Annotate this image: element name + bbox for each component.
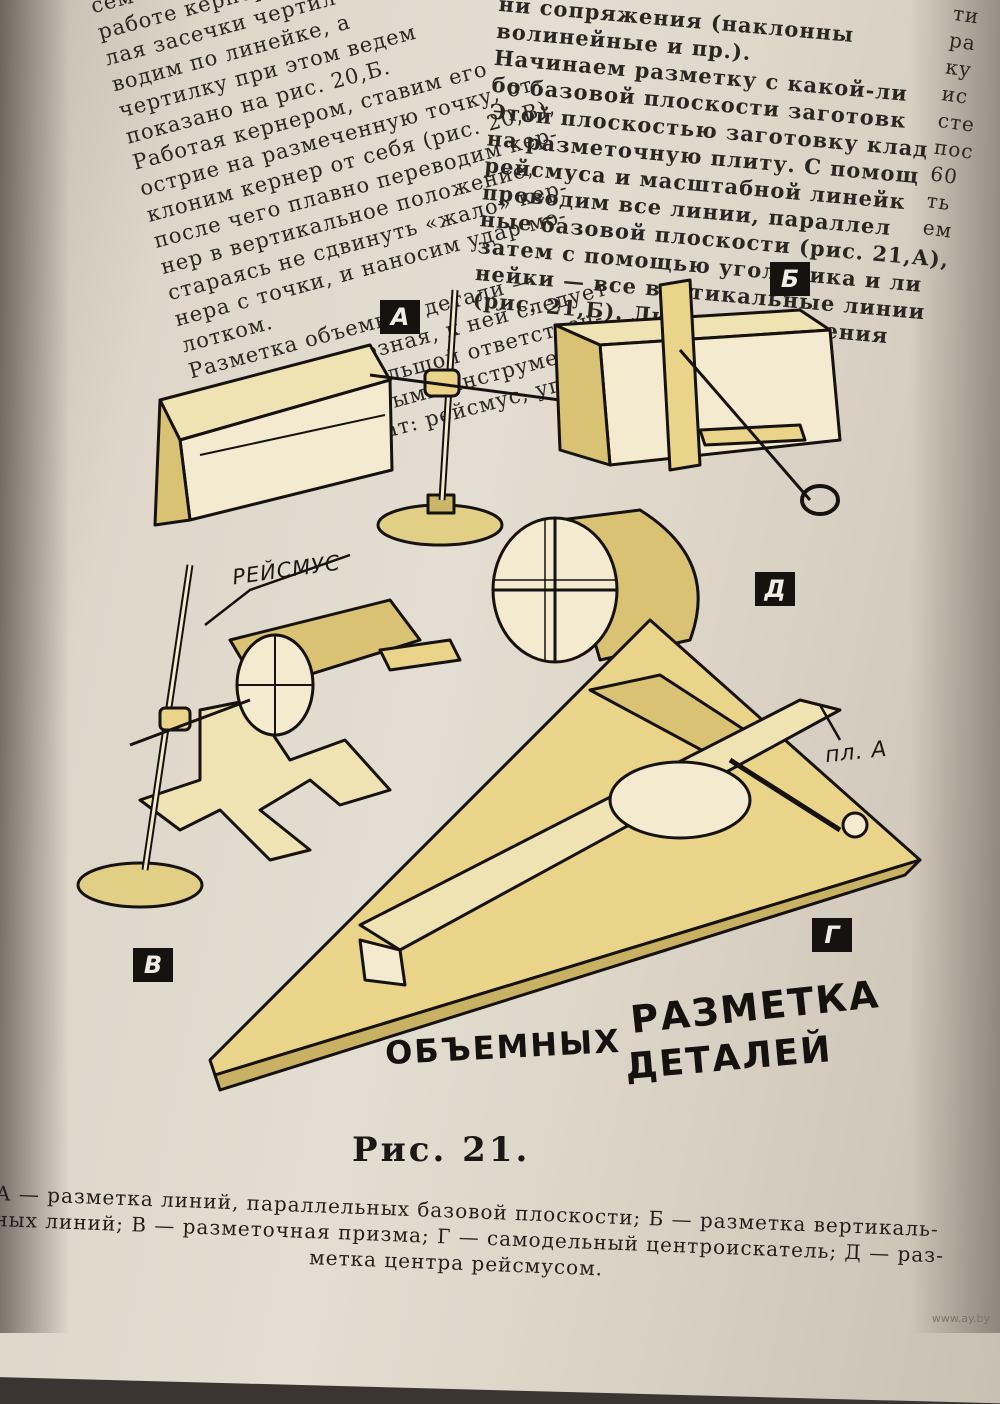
figure-a-surface-gauge bbox=[369, 289, 561, 547]
figure-label-d: Д bbox=[755, 572, 795, 606]
figure-label-a: А bbox=[380, 300, 420, 334]
book-gutter bbox=[910, 0, 1000, 1333]
figure-label-v: В bbox=[133, 948, 173, 982]
figure-caption-title: Рис. 21. bbox=[352, 1130, 531, 1170]
pl-a-arrow bbox=[818, 704, 842, 741]
marking-illustration bbox=[76, 278, 922, 1092]
figure-g-centre-finder bbox=[208, 618, 922, 1092]
figure-b-block bbox=[553, 278, 842, 516]
figure-d-cylinder bbox=[491, 508, 700, 664]
callout-arrows bbox=[204, 553, 842, 741]
figure-label-b: Б bbox=[770, 262, 810, 296]
page-shadow bbox=[0, 0, 70, 1333]
figure-a-block bbox=[153, 343, 394, 527]
watermark-text: www.ay.by bbox=[931, 1312, 990, 1325]
figure-label-g: Г bbox=[812, 918, 852, 952]
reismus-arrow bbox=[204, 553, 351, 626]
figure-v-prism bbox=[76, 564, 462, 909]
